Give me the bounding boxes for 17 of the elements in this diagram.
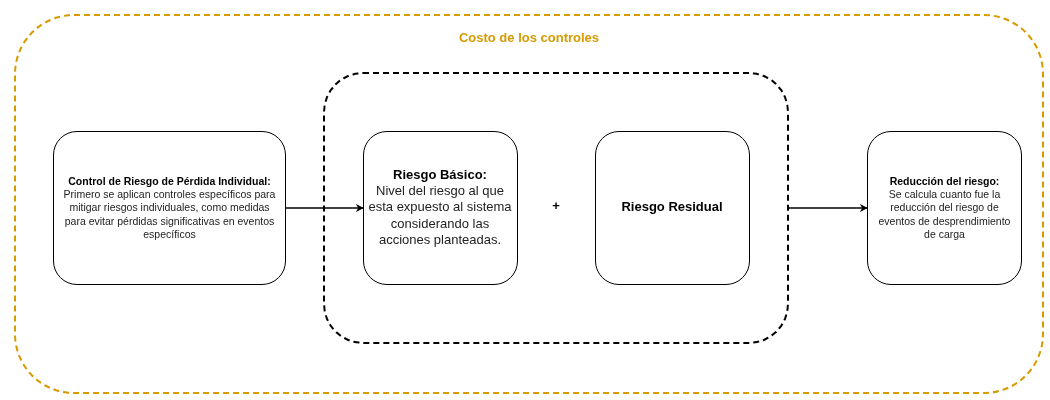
process-box xyxy=(53,131,286,285)
process-box xyxy=(362,130,518,285)
box-description: Primero se aplican controles específicos para mitigar riesgos individuales, como medidas para evitar pérdidas significativas en eventos específicos xyxy=(62,188,277,241)
cost-group-frame xyxy=(14,14,1044,394)
process-box xyxy=(594,130,750,285)
box-heading: Riesgo Residual xyxy=(620,199,724,216)
group-title: Costo de los controles xyxy=(457,30,601,45)
box-description: Nivel del riesgo al que esta expuesto al sistema considerando las acciones planteadas. xyxy=(367,183,513,249)
box-heading: Reducción del riesgo: xyxy=(888,175,1001,189)
box-description: Se calcula cuanto fue la reducción del riesgo de eventos de desprendimiento de carga xyxy=(877,188,1012,241)
plus-sign: + xyxy=(551,198,561,213)
process-box xyxy=(867,131,1022,285)
box-heading: Riesgo Básico: xyxy=(392,166,488,184)
dashed-group-frame xyxy=(323,72,789,344)
arrow xyxy=(788,204,868,212)
arrow xyxy=(285,204,364,212)
box-heading: Control de Riesgo de Pérdida Individual: xyxy=(67,175,272,189)
